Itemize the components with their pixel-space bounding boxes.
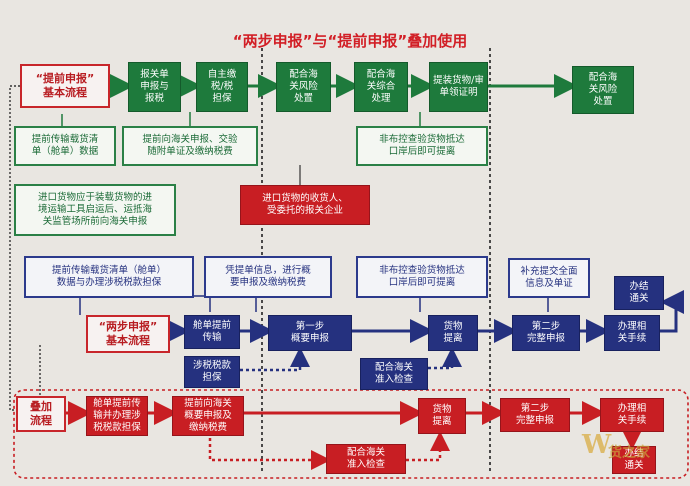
early-declare-box: 提前向海关申报、交验 随附单证及缴纳税费 bbox=[122, 126, 258, 166]
blue-link bbox=[170, 295, 211, 312]
early-manifest-box: 提前传输载货清 单（舱单）数据 bbox=[14, 126, 116, 166]
goods-release-box: 货物 提离 bbox=[428, 315, 478, 351]
blue-arrow-closure bbox=[660, 290, 684, 333]
consignee-note-box: 进口货物的收货人、 受委托的报关企业 bbox=[240, 185, 370, 225]
red-step-two-box: 第二步 完整申报 bbox=[500, 398, 570, 432]
tax-guarantee-box: 涉税税款 担保 bbox=[184, 356, 240, 388]
import-note-box: 进口货物应于装载货物的进 境运输工具启运后、运抵海 关监管场所前向海关申报 bbox=[14, 184, 176, 236]
supplement-note: 补充提交全面 信息及单证 bbox=[508, 258, 590, 298]
watermark-text: 货之家 bbox=[608, 445, 650, 461]
step-two-complete-box: 第二步 完整申报 bbox=[512, 315, 580, 351]
admission-inspection-box: 配合海关 准入检查 bbox=[360, 358, 428, 390]
risk-disposal-box-2: 配合海 关风险 处置 bbox=[572, 66, 634, 114]
red-dotted-path bbox=[208, 432, 331, 470]
manifest-guarantee-note: 提前传输载货清单（舱单） 数据与办理涉税税款担保 bbox=[24, 256, 194, 298]
manifest-guarantee-box: 舱单提前传 输并办理涉 税税款担保 bbox=[86, 396, 148, 436]
non-control-note: 非布控查验货物抵达 口岸后即可提离 bbox=[356, 256, 488, 298]
risk-disposal-box: 配合海 关风险 处置 bbox=[276, 62, 331, 112]
red-goods-release-box: 货物 提离 bbox=[418, 398, 466, 434]
red-dotted-path bbox=[406, 431, 450, 462]
green-dotted-loop bbox=[9, 85, 20, 411]
watermark-logo-icon: W bbox=[582, 430, 612, 460]
red-customs-closure-box: 办结 通关 bbox=[612, 446, 656, 474]
goods-delivery-box: 提装货物/审 单领证明 bbox=[429, 62, 488, 112]
step-one-summary-box: 第一步 概要申报 bbox=[268, 315, 352, 351]
red-admission-inspection-box: 配合海关 准入检查 bbox=[326, 444, 406, 474]
red-related-procedures-box: 办理相 关手续 bbox=[600, 398, 664, 432]
advance-declaration-label: “提前申报” 基本流程 bbox=[20, 64, 110, 108]
blue-dotted-up bbox=[240, 347, 310, 372]
overlay-process-label: 叠加 流程 bbox=[16, 396, 66, 432]
related-procedures-box: 办理相 关手续 bbox=[604, 315, 660, 351]
overlay-container bbox=[13, 389, 689, 479]
self-payment-box: 自主缴 税/税 担保 bbox=[196, 62, 248, 112]
non-control-box: 非布控查验货物抵达 口岸后即可提离 bbox=[356, 126, 488, 166]
blue-dotted-up bbox=[428, 347, 462, 370]
manifest-early-box: 舱单提前 传输 bbox=[184, 315, 240, 349]
diagram-title: “两步申报”与“提前申报”叠加使用 bbox=[232, 32, 468, 50]
early-summary-box: 提前向海关 概要申报及 缴纳税费 bbox=[172, 396, 244, 436]
customs-closure-box: 办结 通关 bbox=[614, 276, 664, 310]
comprehensive-handling-box: 配合海 关综合 处理 bbox=[354, 62, 408, 112]
customs-declaration-box: 报关单 申报与 报税 bbox=[128, 62, 181, 112]
two-step-label: “两步申报” 基本流程 bbox=[86, 315, 170, 353]
summary-declaration-note: 凭提单信息，进行概 要申报及缴纳税费 bbox=[204, 256, 332, 298]
